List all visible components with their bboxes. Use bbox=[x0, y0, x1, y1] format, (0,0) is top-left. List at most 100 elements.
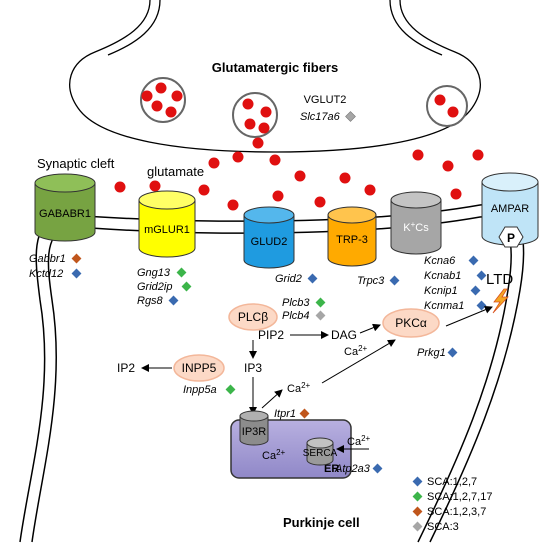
glutamate-dot bbox=[447, 106, 459, 118]
glutamate-dot bbox=[198, 184, 210, 196]
sca127-marker bbox=[476, 270, 487, 281]
glutamate-dot bbox=[165, 106, 177, 118]
glutamate-dot bbox=[272, 190, 284, 202]
label-ip3: IP3 bbox=[244, 361, 262, 375]
legend-label: SCA:3 bbox=[427, 521, 459, 533]
glutamate-dot bbox=[314, 196, 326, 208]
gene-plcb4: Plcb4 bbox=[282, 310, 310, 322]
legend-item: SCA:1,2,7,17 bbox=[412, 491, 492, 503]
gene-kcnma1: Kcnma1 bbox=[424, 300, 464, 312]
receptor-ampar: AMPAR P bbox=[481, 172, 539, 248]
arrow-ca-pkca bbox=[321, 339, 396, 384]
sca127-marker bbox=[372, 463, 383, 474]
gene-itpr1: Itpr1 bbox=[274, 408, 296, 420]
label-ca-cyto-1: Ca2+ bbox=[344, 344, 368, 358]
presynaptic-axon-inner bbox=[107, 0, 161, 56]
legend-swatch bbox=[412, 491, 423, 502]
glutamate-dot bbox=[364, 184, 376, 196]
label-ltd: LTD bbox=[486, 271, 513, 288]
glutamate-dot bbox=[114, 181, 126, 193]
gene-grid2: Grid2 bbox=[275, 273, 302, 285]
lightning-icon bbox=[492, 288, 509, 314]
sca127-marker bbox=[389, 275, 400, 286]
sca3-marker bbox=[315, 310, 326, 321]
sca127-marker bbox=[468, 255, 479, 266]
serca-pump: SERCA bbox=[303, 437, 338, 466]
label-synaptic-cleft: Synaptic cleft bbox=[37, 156, 115, 171]
gene-grid2ip: Grid2ip bbox=[137, 281, 172, 293]
legend-item: SCA:3 bbox=[412, 521, 459, 533]
glutamate-dot bbox=[151, 100, 163, 112]
gene-kcnip1: Kcnip1 bbox=[424, 285, 458, 297]
vesicle-right bbox=[426, 85, 468, 127]
sca12717-marker bbox=[176, 267, 187, 278]
arrow-dag-pkca bbox=[359, 323, 381, 334]
gene-plcb3: Plcb3 bbox=[282, 297, 310, 309]
label-p: P bbox=[507, 231, 515, 245]
label-ip2: IP2 bbox=[117, 361, 135, 375]
pkca-node bbox=[382, 308, 440, 338]
sca3-marker bbox=[345, 111, 356, 122]
glutamate-dot bbox=[155, 82, 167, 94]
glutamate-dot bbox=[450, 188, 462, 200]
sca127-marker bbox=[71, 268, 82, 279]
gene-slc17a6: Slc17a6 bbox=[300, 111, 341, 123]
glutamate-dot bbox=[434, 94, 446, 106]
gene-rgs8: Rgs8 bbox=[137, 295, 164, 307]
receptor-gababr1: GABABR1 bbox=[34, 173, 96, 242]
label-ca-cyto-2: Ca2+ bbox=[287, 381, 311, 395]
gene-gng13: Gng13 bbox=[137, 267, 171, 279]
gene-kcnab1: Kcnab1 bbox=[424, 270, 461, 282]
sca1237-marker bbox=[299, 408, 310, 419]
receptor-glud2: GLUD2 bbox=[243, 206, 295, 269]
inpp5-node bbox=[173, 354, 225, 382]
sca1237-marker bbox=[71, 253, 82, 264]
title-glutamatergic-fibers: Glutamatergic fibers bbox=[212, 60, 338, 75]
label-glutamate: glutamate bbox=[147, 164, 204, 179]
label-ip3r: IP3R bbox=[242, 426, 267, 438]
receptor-mglur1: mGLUR1 bbox=[138, 190, 196, 258]
label-kcs: K+Cs bbox=[403, 220, 429, 234]
label-purkinje-cell: Purkinje cell bbox=[283, 515, 360, 530]
legend-swatch bbox=[412, 506, 423, 517]
glutamate-dot bbox=[339, 172, 351, 184]
arrow-ip3r-ca bbox=[261, 389, 283, 409]
receptor-kcs: K+Cs bbox=[390, 191, 442, 255]
glutamate-dot bbox=[149, 180, 161, 192]
legend-swatch bbox=[412, 476, 423, 487]
label-mglur1: mGLUR1 bbox=[144, 224, 190, 236]
gene-atp2a3: Atp2a3 bbox=[334, 463, 371, 475]
gene-trpc3: Trpc3 bbox=[357, 275, 385, 287]
glutamate-dot bbox=[232, 151, 244, 163]
sca127-marker bbox=[470, 285, 481, 296]
label-ca-er: Ca2+ bbox=[262, 448, 286, 462]
legend-label: SCA:1,2,3,7 bbox=[427, 506, 486, 518]
label-trp3: TRP-3 bbox=[336, 234, 368, 246]
label-gababr1: GABABR1 bbox=[39, 208, 91, 220]
plcb-node bbox=[228, 303, 278, 331]
legend-item: SCA:1,2,7 bbox=[412, 476, 477, 488]
arrow-pkca-ltd bbox=[445, 305, 493, 327]
ip3r-channel: IP3R bbox=[239, 410, 269, 446]
gene-gabbr1: Gabbr1 bbox=[29, 253, 66, 265]
sca127-marker bbox=[307, 273, 318, 284]
label-vglut2: VGLUT2 bbox=[304, 94, 347, 106]
presynaptic-axon-inner-right bbox=[389, 0, 443, 56]
glutamate-dot bbox=[252, 137, 264, 149]
phospho-hexagon bbox=[498, 226, 524, 248]
sca127-marker bbox=[447, 347, 458, 358]
label-ampar: AMPAR bbox=[491, 203, 529, 215]
label-pip2: PIP2 bbox=[258, 328, 284, 342]
gene-prkg1: Prkg1 bbox=[417, 347, 446, 359]
label-dag: DAG bbox=[331, 328, 357, 342]
sca127-marker bbox=[476, 300, 487, 311]
label-glud2: GLUD2 bbox=[251, 236, 288, 248]
label-ca-serca: Ca2+ bbox=[347, 434, 371, 448]
legend-swatch bbox=[412, 521, 423, 532]
glutamate-dot bbox=[412, 149, 424, 161]
glutamate-dot bbox=[244, 118, 256, 130]
glutamate-dot bbox=[171, 90, 183, 102]
glutamate-dot bbox=[141, 90, 153, 102]
label-inpp5: INPP5 bbox=[182, 361, 217, 375]
